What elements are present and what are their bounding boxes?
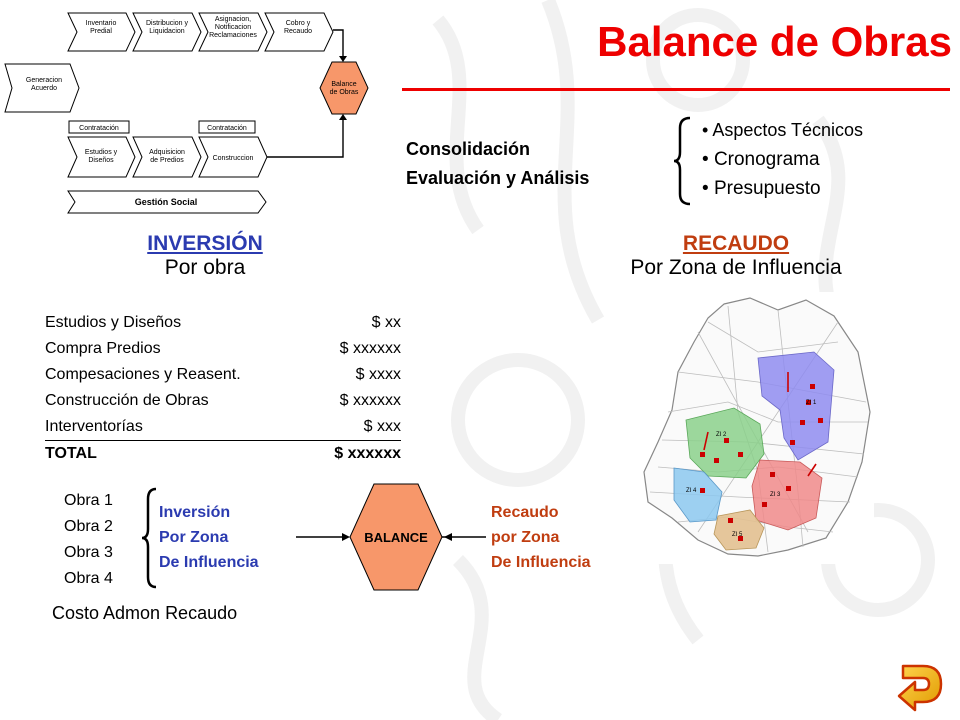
recaudo-subheading: Por Zona de Influencia: [630, 256, 842, 279]
flow-cobro-line1: Cobro y: [286, 20, 311, 27]
flow-step-inventario: [67, 12, 136, 52]
list-item: Obra 3: [64, 544, 113, 561]
flow-step-cobro: [264, 12, 334, 52]
table-row: Construcción de Obras $ xxxxxx: [45, 388, 401, 414]
flow-step-construccion: [198, 136, 268, 178]
aspectos-item: Cronograma: [702, 145, 863, 174]
table-row: Estudios y Diseños $ xx: [45, 310, 401, 336]
list-item: Obra 1: [64, 492, 113, 509]
flow-step-generacion: [4, 63, 80, 113]
obras-list: Obra 1 Obra 2 Obra 3 Obra 4: [64, 488, 113, 592]
flow-generacion-line1: Generacion: [26, 77, 62, 84]
flow-contratacion-2: [198, 120, 256, 134]
cost-amount: $ xxxxxx: [339, 392, 401, 409]
flow-adquisicion-line1: Adquisicion: [149, 149, 185, 156]
flow-asignacion-line1: Asignacion,: [215, 16, 251, 23]
table-row: Compra Predios $ xxxxxx: [45, 336, 401, 362]
consolidacion-line1: Consolidación: [406, 139, 531, 159]
map-zone-label: ZI 3: [770, 492, 781, 498]
flow-construccion-label: Construccion: [213, 155, 254, 162]
flow-step-distribucion: [132, 12, 202, 52]
flow-balance-hexagon: [319, 61, 369, 115]
flow-balance-line1: Balance: [331, 81, 356, 88]
cost-amount: $ xxxxxx: [334, 445, 401, 462]
map-zone-label: ZI 5: [732, 532, 743, 538]
table-row: Compesaciones y Reasent. $ xxxx: [45, 362, 401, 388]
flow-adquisicion-line2: de Predios: [150, 157, 184, 164]
flow-estudios-line2: Diseños: [88, 157, 114, 164]
aspectos-item: Aspectos Técnicos: [702, 116, 863, 145]
map-zone-label: ZI 4: [686, 488, 697, 494]
flow-distribucion-line2: Liquidacion: [149, 28, 185, 35]
map-zone-zi5: [713, 509, 765, 551]
flow-cobro-line2: Recaudo: [284, 28, 312, 35]
cost-amount: $ xxx: [310, 414, 401, 441]
flow-distribucion-line1: Distribucion y: [146, 20, 189, 27]
cost-label: Estudios y Diseños: [45, 314, 182, 331]
cost-amount: $ xxxxxx: [339, 340, 401, 357]
map-zone-zi1: [757, 351, 835, 461]
cost-label: Construcción de Obras: [45, 392, 209, 409]
map-zone-zi4: [673, 467, 723, 523]
flow-step-gestion: [67, 190, 267, 214]
cost-table: Estudios y Diseños $ xx Compra Predios $ x…: [45, 310, 401, 467]
page-title: Balance de Obras: [597, 18, 952, 65]
influence-zone-map: ZI 1 ZI 2 ZI 3 ZI 4 ZI 5: [638, 292, 874, 564]
return-arrow-icon[interactable]: [893, 660, 945, 714]
cost-label: Compra Predios: [45, 340, 161, 357]
recaudo-heading: RECAUDO: [682, 232, 790, 255]
cost-label: TOTAL: [45, 445, 97, 462]
inversion-zona-block: Inversión Por Zona De Influencia: [159, 500, 259, 575]
list-item: Obra 4: [64, 570, 113, 587]
map-zone-label: ZI 2: [716, 432, 727, 438]
list-item: Obra 2: [64, 518, 113, 535]
inversion-zona-line2: Por Zona: [159, 529, 229, 546]
process-flow-diagram: Inventario Predial Distribucion y Liquid…: [4, 12, 369, 214]
flow-balance-line2: de Obras: [330, 89, 359, 96]
flow-estudios-line1: Estudios y: [85, 149, 118, 156]
costo-admon-label: Costo Admon Recaudo: [52, 603, 238, 623]
brace-obras: [141, 487, 157, 589]
inversion-heading: INVERSIÓN: [147, 232, 263, 255]
inversion-zona-line1: Inversión: [159, 504, 231, 521]
inversion-subheading: Por obra: [164, 256, 246, 279]
table-row-total: TOTAL $ xxxxxx: [45, 441, 401, 468]
flow-step-estudios: [67, 136, 136, 178]
flow-step-asignacion: [198, 12, 268, 52]
flow-contratacion-1: [68, 120, 130, 134]
flow-generacion-line2: Acuerdo: [31, 85, 57, 92]
aspectos-item: Presupuesto: [702, 174, 863, 203]
consolidacion-line2: Evaluación y Análisis: [406, 168, 590, 188]
map-zone-zi3: [751, 459, 823, 531]
flow-asignacion-line3: Reclamaciones: [209, 32, 257, 39]
recaudo-zona-line2: por Zona: [491, 529, 560, 546]
flow-step-adquisicion: [132, 136, 202, 178]
recaudo-zona-line1: Recaudo: [491, 504, 559, 521]
balance-label: BALANCE: [364, 530, 428, 545]
balance-hexagon: [349, 483, 443, 591]
balance-diagram: BALANCE: [296, 483, 486, 591]
cost-label: Compesaciones y Reasent.: [45, 366, 241, 383]
recaudo-zona-line3: De Influencia: [491, 554, 591, 571]
cost-amount: $ xx: [371, 314, 401, 331]
title-underline: [402, 88, 950, 91]
table-row: Interventorías$ xxx: [45, 414, 401, 441]
flow-inventario-line2: Predial: [90, 28, 112, 35]
flow-inventario-line1: Inventario: [86, 20, 117, 27]
brace-aspectos: [673, 116, 691, 206]
flow-contratacion-1-label: Contratación: [79, 125, 119, 132]
map-zone-label: ZI 1: [806, 400, 817, 406]
flow-gestion-label: Gestión Social: [135, 197, 198, 207]
cost-label: Interventorías: [45, 414, 311, 441]
flow-asignacion-line2: Notificacion: [215, 24, 251, 31]
inversion-zona-line3: De Influencia: [159, 554, 259, 571]
aspectos-list: Aspectos Técnicos Cronograma Presupuesto: [702, 116, 863, 203]
flow-contratacion-2-label: Contratación: [207, 125, 247, 132]
recaudo-zona-block: Recaudo por Zona De Influencia: [491, 500, 591, 575]
cost-amount: $ xxxx: [355, 366, 401, 383]
consolidacion-block: Consolidación Evaluación y Análisis: [406, 135, 589, 193]
